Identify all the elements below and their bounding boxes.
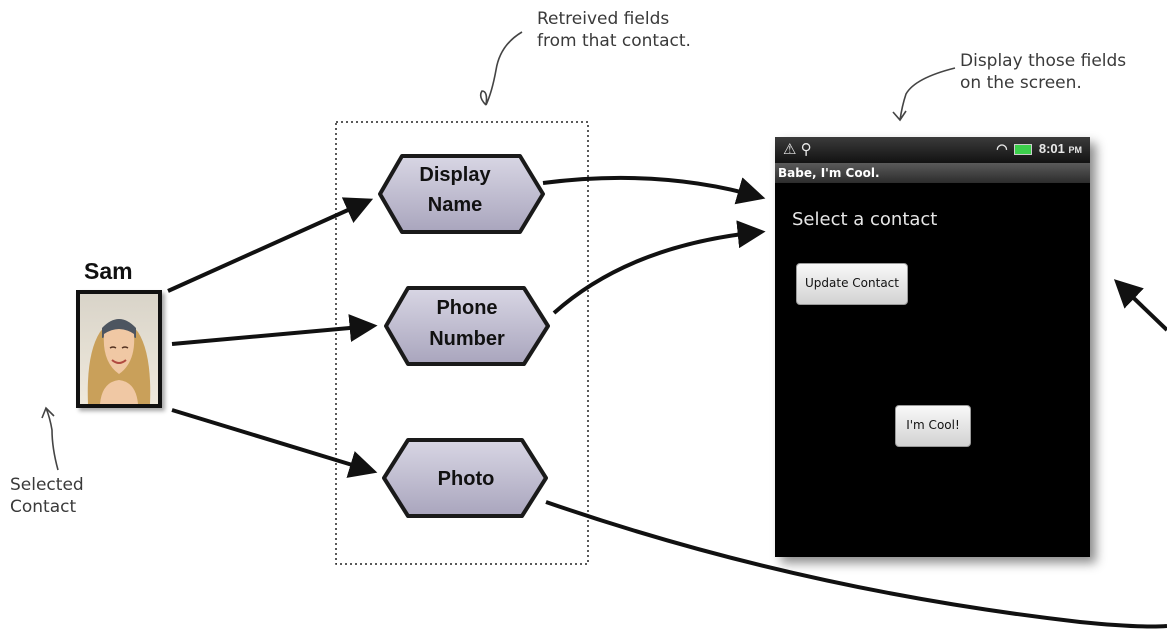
- im-cool-button[interactable]: I'm Cool!: [895, 405, 971, 447]
- selected-callout-pointer: [41, 406, 59, 471]
- retrieved-fields-note-line1: Retreived fields: [537, 9, 670, 29]
- selected-contact-note-line1: Selected: [10, 475, 84, 495]
- contact-photo-image: [80, 294, 158, 404]
- update-contact-button[interactable]: Update Contact: [796, 263, 908, 305]
- display-fields-note-line1: Display those fields: [960, 51, 1127, 71]
- status-icons-left: ⚠ ⚲: [783, 141, 812, 158]
- arrow-contact-to-display-name: [167, 197, 374, 293]
- status-ampm: PM: [1068, 145, 1083, 155]
- display-fields-note-line2: on the screen.: [960, 73, 1082, 93]
- app-title-bar: Babe, I'm Cool.: [775, 163, 1090, 183]
- select-contact-prompt: Select a contact: [792, 209, 938, 230]
- status-time: 8:01: [1038, 141, 1065, 156]
- retrieved-callout-pointer: [479, 31, 523, 106]
- battery-icon: [1014, 144, 1033, 156]
- contact-photo: [76, 290, 162, 408]
- person-portrait-icon: [87, 319, 151, 404]
- photo-label: Photo: [438, 468, 495, 490]
- arrow-into-phone-from-right: [1113, 279, 1167, 332]
- display-name-field: Display Name: [378, 154, 545, 234]
- phone-number-line1: Phone: [436, 297, 497, 319]
- status-time-area: ◠ 8:01 PM: [996, 141, 1082, 157]
- status-bar: ⚠ ⚲ ◠ 8:01 PM: [775, 137, 1090, 163]
- arrow-contact-to-phone-number: [171, 314, 378, 346]
- arrow-contact-to-photo: [171, 408, 378, 478]
- wifi-icon: ◠: [996, 141, 1008, 156]
- phone-number-field: Phone Number: [384, 286, 550, 366]
- phone-number-line2: Number: [429, 328, 505, 350]
- photo-field: Photo: [382, 438, 548, 518]
- arrow-photo-to-screen: [545, 500, 1167, 629]
- retrieved-fields-note-line2: from that contact.: [537, 31, 691, 51]
- selected-contact-note-line2: Contact: [10, 497, 77, 517]
- arrow-phone-number-to-screen: [552, 220, 766, 315]
- display-name-line2: Name: [428, 194, 482, 216]
- retrieved-fields-box: [335, 121, 589, 565]
- display-callout-pointer: [892, 67, 956, 122]
- display-name-line1: Display: [419, 164, 491, 186]
- contact-name: Sam: [84, 258, 133, 284]
- arrow-display-name-to-screen: [542, 175, 766, 205]
- phone-screen: ⚠ ⚲ ◠ 8:01 PM Babe, I'm Cool. Select a c…: [775, 137, 1090, 557]
